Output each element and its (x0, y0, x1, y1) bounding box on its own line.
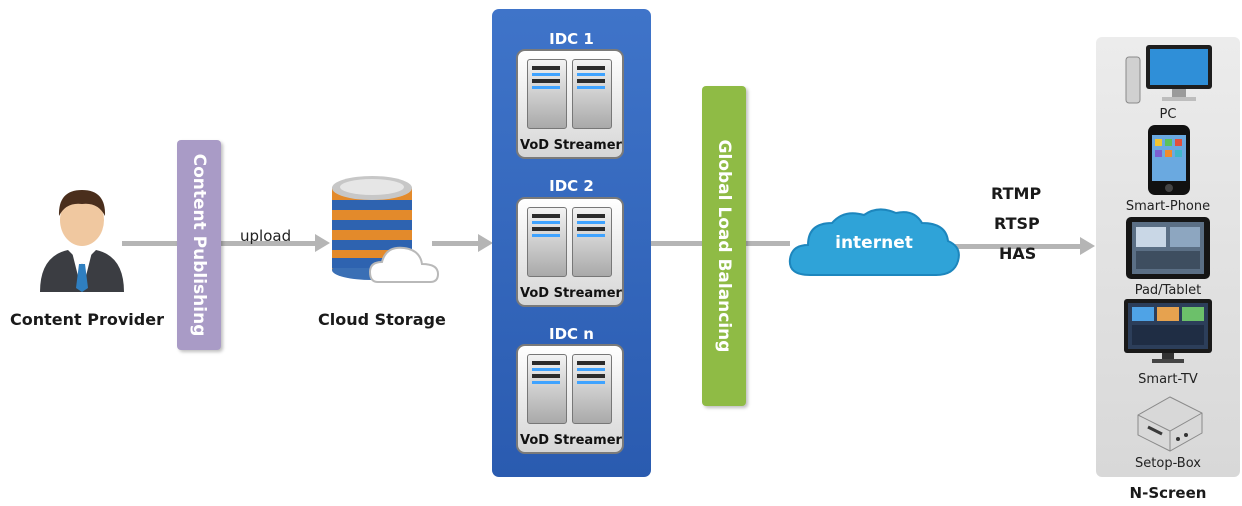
nscreen-panel: PC Smart-Phone Pad/Tablet Smart-TV Setop… (1096, 37, 1240, 477)
idc-panel: IDC 1 VoD Streamer IDC 2 VoD Streamer ID… (492, 9, 651, 477)
content-provider: Content Provider (10, 180, 164, 330)
pc-icon (1125, 45, 1212, 104)
device-tv-label: Smart-TV (1138, 372, 1198, 387)
arrowhead-idc (478, 234, 493, 252)
smartphone-icon (1148, 125, 1190, 195)
server-unit (527, 59, 567, 129)
idc-1-title: IDC 1 (549, 30, 594, 48)
idc-1-server-label: VoD Streamer (520, 138, 622, 153)
cloud-storage-icon (332, 176, 440, 283)
idc-2-server-label: VoD Streamer (520, 286, 622, 301)
server-unit (572, 207, 612, 277)
person-icon (40, 190, 124, 292)
cloud-storage-label: Cloud Storage (318, 310, 446, 329)
content-publishing-bar: Content Publishing (177, 140, 221, 350)
internet-label: internet (835, 233, 913, 253)
upload-label: upload (240, 227, 292, 245)
global-load-balancing-bar: Global Load Balancing (702, 86, 746, 406)
idc-2-server: VoD Streamer (516, 197, 624, 307)
server-unit (527, 207, 567, 277)
cloud-storage: Cloud Storage (316, 170, 446, 330)
connector-balancer-internet (746, 241, 790, 246)
protocol-rtsp: RTSP (994, 214, 1040, 233)
content-publishing-label: Content Publishing (189, 153, 209, 337)
idc-n-server-label: VoD Streamer (520, 433, 622, 448)
server-unit (572, 59, 612, 129)
settop-box-icon (1137, 396, 1203, 452)
idc-1-server: VoD Streamer (516, 49, 624, 159)
device-smartphone-label: Smart-Phone (1125, 199, 1211, 214)
connector-idc-balancer (651, 241, 703, 246)
idc-n-server: VoD Streamer (516, 344, 624, 454)
connector-provider-publishing (122, 241, 178, 246)
global-load-balancing-label: Global Load Balancing (714, 139, 734, 353)
cloud-icon (788, 208, 960, 276)
idc-n-title: IDC n (549, 325, 594, 343)
device-pc-label: PC (1159, 107, 1177, 122)
internet-cloud: internet (786, 205, 962, 281)
tablet-icon (1126, 217, 1210, 279)
device-tablet-label: Pad/Tablet (1134, 283, 1202, 298)
nscreen-title: N-Screen (1129, 484, 1207, 502)
tv-icon (1124, 299, 1212, 363)
connector-publishing-storage (221, 241, 318, 246)
arrowhead-nscreen (1080, 237, 1095, 255)
device-settop-label: Setop-Box (1135, 456, 1201, 471)
protocol-has: HAS (999, 244, 1037, 263)
server-unit (527, 354, 567, 424)
idc-2-title: IDC 2 (549, 177, 594, 195)
arrowhead-storage (315, 234, 330, 252)
protocol-rtmp: RTMP (991, 184, 1042, 203)
content-provider-label: Content Provider (10, 310, 164, 329)
connector-storage-idc (432, 241, 482, 246)
connector-internet-nscreen (955, 244, 1083, 249)
server-unit (572, 354, 612, 424)
